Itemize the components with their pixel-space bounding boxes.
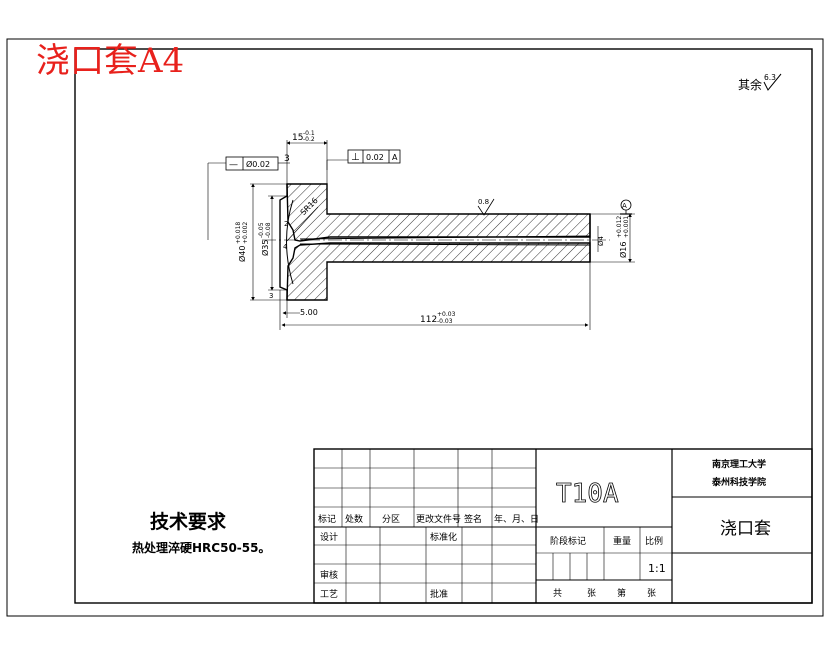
tb-weight: 重量 bbox=[613, 535, 631, 547]
roughness-symbol bbox=[763, 73, 782, 91]
tb-stage-mark: 阶段标记 bbox=[550, 535, 586, 547]
flange-diameter-value: Ø40 bbox=[237, 246, 247, 262]
roughness-note: 其余 6.3 bbox=[738, 73, 782, 92]
recess-tol-lower: -0.08 bbox=[265, 222, 272, 238]
gate-diameter-dim: Ø4 bbox=[597, 226, 605, 252]
total-length-value: 112 bbox=[420, 315, 437, 325]
tb-scale-value: 1:1 bbox=[648, 562, 666, 575]
bore-roughness-value: 0.8 bbox=[478, 198, 489, 206]
tb-sheets-num: 第 bbox=[617, 587, 626, 599]
bore-bottom bbox=[299, 243, 591, 246]
tb-scale-label: 比例 bbox=[645, 535, 663, 547]
tb-header-mark: 标记 bbox=[318, 513, 336, 525]
upper-section-hatch bbox=[286, 183, 591, 242]
tb-header-date: 年、月、日 bbox=[494, 513, 539, 525]
datum-marker: A bbox=[620, 199, 632, 215]
flange-tol-upper: +0.018 bbox=[235, 222, 242, 244]
concentricity-frame: — Ø0.02 3 bbox=[207, 154, 290, 240]
tb-designer: 设计 bbox=[320, 531, 338, 543]
tb-part-name: 浇口套 bbox=[720, 519, 771, 539]
gate-diameter-value: Ø4 bbox=[597, 235, 605, 246]
top-width-value: 15 bbox=[292, 133, 303, 143]
roughness-label: 其余 bbox=[738, 77, 762, 92]
tb-standardize: 标准化 bbox=[430, 531, 457, 543]
tb-header-change-doc: 更改文件号 bbox=[416, 513, 461, 525]
title-block bbox=[313, 448, 813, 604]
concentricity-symbol: — bbox=[229, 160, 238, 170]
tb-school-line2: 泰州科技学院 bbox=[711, 476, 766, 488]
title-block-text: 标记 处数 分区 更改文件号 签名 年、月、日 设计 标准化 审核 工艺 批准 … bbox=[318, 458, 771, 600]
concentricity-value: Ø0.02 bbox=[246, 159, 270, 169]
tb-process: 工艺 bbox=[320, 589, 338, 600]
tb-sheets-unit2: 张 bbox=[647, 588, 656, 599]
lower-section-hatch bbox=[286, 242, 591, 301]
head-length-value: 5.00 bbox=[300, 308, 318, 317]
perpendicularity-frame: ⊥ 0.02 A bbox=[326, 149, 401, 170]
bore-tol-lower: +0.001 bbox=[623, 216, 630, 238]
total-tol-upper: +0.03 bbox=[437, 311, 456, 318]
roughness-value: 6.3 bbox=[764, 73, 776, 82]
recess-diameter-dim: Ø35 -0.05 -0.08 bbox=[258, 195, 287, 291]
bore-top bbox=[299, 235, 591, 240]
top-width-tol-upper: -0.1 bbox=[303, 130, 315, 137]
head-recess bbox=[279, 184, 288, 300]
tb-sheets-unit1: 张 bbox=[587, 588, 596, 599]
total-tol-lower: -0.03 bbox=[437, 318, 453, 325]
tb-school-line1: 南京理工大学 bbox=[712, 458, 766, 470]
head-length-dim: 5.00 bbox=[279, 290, 318, 318]
tb-approve: 批准 bbox=[430, 588, 448, 600]
perpendicularity-value: 0.02 bbox=[366, 153, 384, 162]
sheet-title: 浇口套A4 bbox=[36, 41, 184, 81]
tb-header-sign: 签名 bbox=[464, 513, 482, 525]
bore-roughness: 0.8 bbox=[477, 198, 495, 216]
part-section bbox=[262, 183, 610, 301]
flange-tol-lower: +0.002 bbox=[242, 222, 249, 244]
bore-diameter-dim: Ø16 +0.012 +0.001 bbox=[590, 213, 635, 263]
recess-diameter-value: Ø35 bbox=[260, 240, 270, 256]
small-side-dim: 3 bbox=[284, 154, 290, 164]
tb-sheets-total: 共 bbox=[553, 588, 562, 599]
bore-diameter-value: Ø16 bbox=[618, 242, 628, 258]
perpendicularity-datum: A bbox=[392, 153, 398, 162]
top-width-tol-lower: -0.2 bbox=[303, 136, 315, 143]
datum-marker-label: A bbox=[622, 202, 627, 210]
requirements-heading: 技术要求 bbox=[150, 510, 227, 533]
total-length-dim: 112 +0.03 -0.03 bbox=[279, 262, 591, 330]
tb-header-count: 处数 bbox=[345, 513, 363, 525]
flange-diameter-dim: Ø40 +0.018 +0.002 bbox=[235, 183, 287, 301]
small-bottom-mark: 3 bbox=[269, 292, 273, 300]
small-left-mark: 2 bbox=[284, 220, 288, 228]
tb-checker: 审核 bbox=[320, 569, 338, 581]
tb-header-zone: 分区 bbox=[382, 514, 400, 525]
dimension-top-width: 15 -0.1 -0.2 bbox=[286, 130, 328, 184]
recess-tol-upper: -0.05 bbox=[258, 222, 265, 238]
outer-border bbox=[6, 38, 824, 617]
requirements-line1: 热处理淬硬HRC50-55。 bbox=[132, 540, 270, 555]
bore-tol-upper: +0.012 bbox=[616, 216, 623, 238]
small-right-mark: 4 bbox=[283, 243, 288, 251]
sphere-arc bbox=[286, 199, 294, 285]
tb-material: T10A bbox=[556, 479, 619, 509]
perpendicularity-symbol: ⊥ bbox=[351, 152, 360, 163]
